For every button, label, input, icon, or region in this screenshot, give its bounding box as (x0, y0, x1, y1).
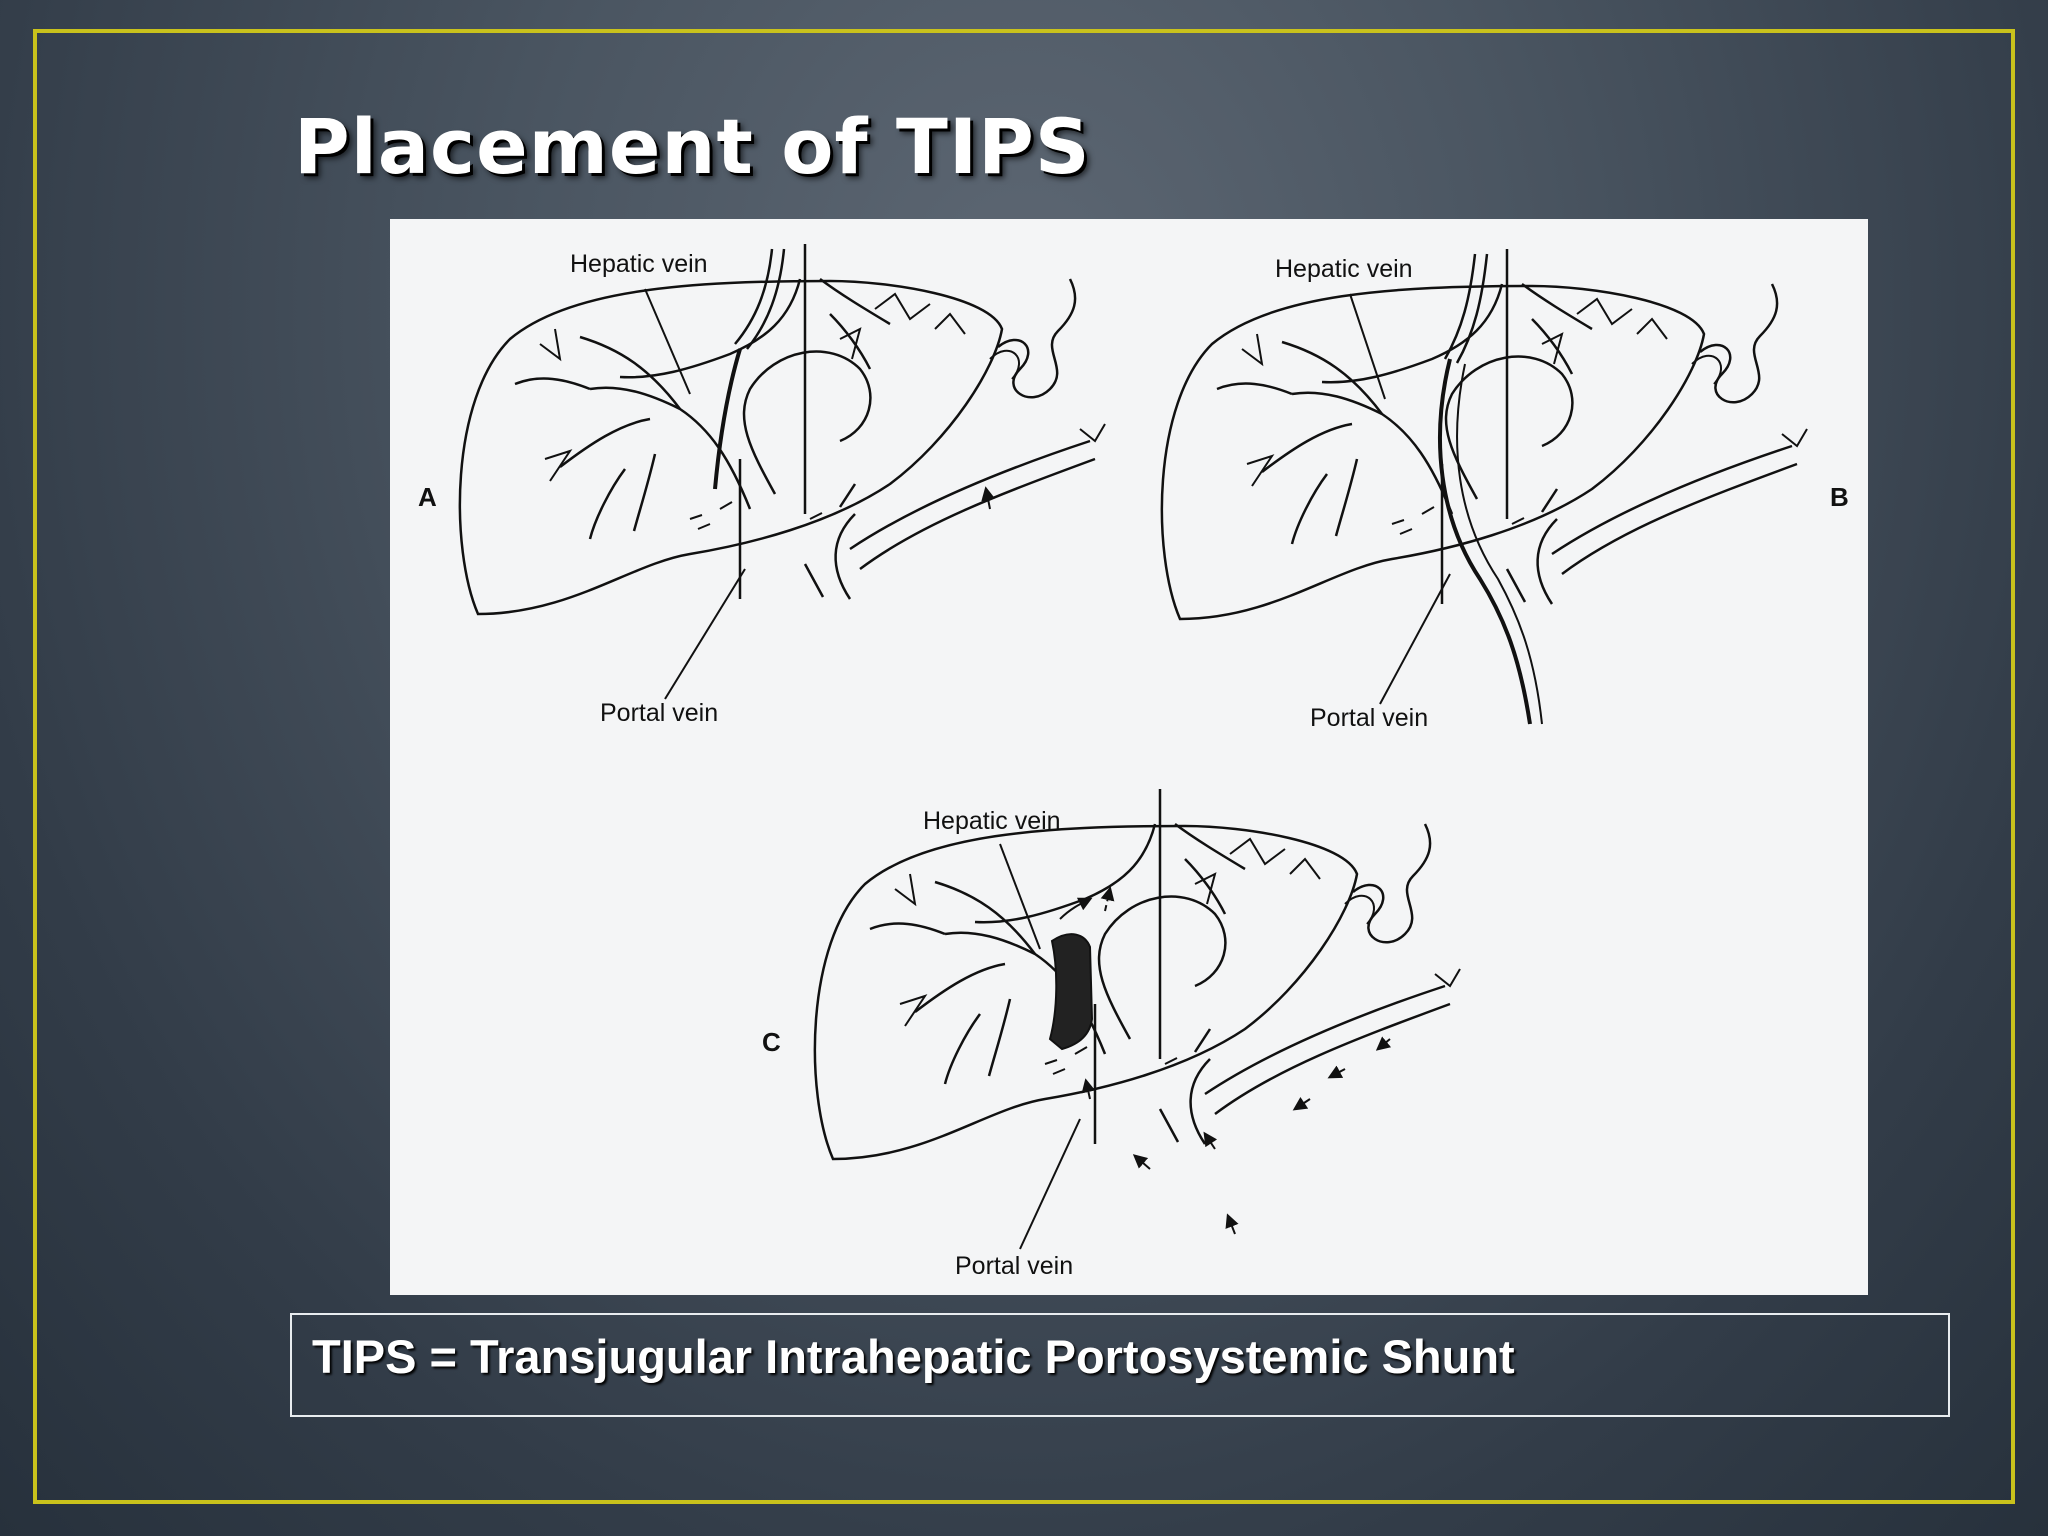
slide-title: Placement of TIPS (294, 102, 1091, 191)
panel-a-portal-vein-label: Portal vein (600, 699, 718, 727)
panel-c-portal-vein-label: Portal vein (955, 1252, 1073, 1280)
panel-b-hepatic-vein-label: Hepatic vein (1275, 255, 1413, 283)
panel-a-hepatic-vein-label: Hepatic vein (570, 250, 708, 278)
panel-c: C Hepatic vein Portal vein (762, 787, 1462, 1280)
panel-a: A Hepatic vein Portal vein (418, 242, 1107, 727)
panel-c-hepatic-vein-label: Hepatic vein (923, 807, 1061, 835)
panel-b-portal-vein-label: Portal vein (1310, 704, 1428, 732)
panel-a-label: A (418, 482, 437, 512)
caption-box: TIPS = Transjugular Intrahepatic Portosy… (290, 1313, 1950, 1417)
caption-text: TIPS = Transjugular Intrahepatic Portosy… (312, 1330, 1515, 1383)
panel-b-label: B (1830, 482, 1849, 512)
tips-diagram-figure: A Hepatic vein Portal vein B Hepatic vei… (390, 219, 1868, 1295)
slide-frame (33, 29, 2015, 1504)
panel-b: B Hepatic vein Portal vein (1160, 247, 1849, 732)
panel-c-label: C (762, 1027, 781, 1057)
